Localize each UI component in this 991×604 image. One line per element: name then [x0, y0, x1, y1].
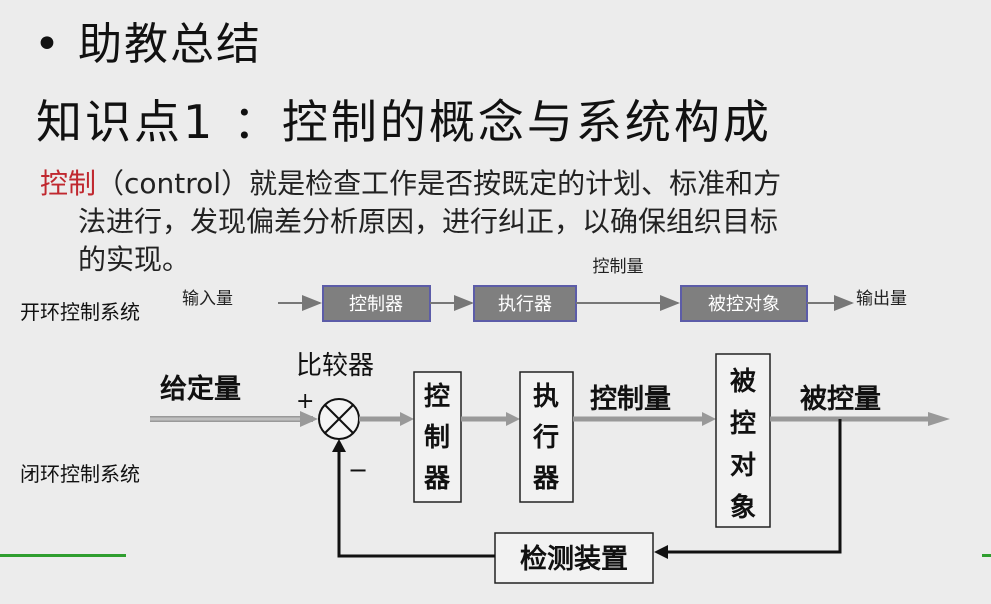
- controller-char-2: 制: [424, 423, 450, 453]
- arrow-act-plant-head: [702, 412, 716, 426]
- closed-loop-diagram: 给定量 比较器 + − 控 制 器 执 行 器 控制量 被: [150, 351, 950, 584]
- arrow-ctrl-act-head: [506, 412, 520, 426]
- closed-loop-label: 闭环控制系统: [20, 462, 140, 486]
- minus-sign: −: [348, 456, 368, 484]
- plant-char-3: 对: [730, 451, 756, 481]
- feedback-line-left: [337, 452, 495, 558]
- definition-line-2: 法进行，发现偏差分析原因，进行纠正，以确保组织目标: [78, 205, 779, 238]
- open-plant-label: 被控对象: [708, 294, 780, 315]
- definition-paragraph: 控制（control）就是检查工作是否按既定的计划、标准和方 法进行，发现偏差分…: [40, 165, 940, 279]
- open-actuator-label: 执行器: [498, 294, 552, 315]
- controller-box: [413, 371, 462, 503]
- definition-term: 控制: [40, 167, 97, 200]
- actuator-char-1: 执: [533, 382, 559, 412]
- feedback-up-arrow-head: [332, 439, 346, 452]
- controller-char-1: 控: [424, 382, 450, 412]
- plant-box: [715, 353, 771, 528]
- plant-char-4: 象: [730, 492, 756, 523]
- controlled-var-label: 被控量: [800, 384, 881, 415]
- setpoint-arrow-head: [300, 411, 318, 427]
- open-actuator-box: [473, 285, 577, 322]
- arrow-cmp-ctrl-head: [400, 412, 414, 426]
- setpoint-label: 给定量: [160, 373, 241, 405]
- actuator-char-3: 器: [532, 464, 560, 494]
- plant-char-1: 被: [730, 367, 756, 397]
- bottom-rule-left: [0, 554, 126, 557]
- comparator-cross-2: [324, 404, 354, 434]
- plus-sign: +: [296, 389, 314, 414]
- sensor-label: 检测装置: [520, 543, 628, 575]
- controller-char-3: 器: [423, 464, 451, 494]
- actuator-box: [519, 371, 574, 503]
- open-controller-box: [322, 285, 431, 322]
- sensor-box: [494, 532, 654, 584]
- feedback-line-right: [668, 419, 842, 554]
- plant-char-2: 控: [730, 409, 756, 439]
- page-title: 知识点1 ：控制的概念与系统构成: [36, 95, 772, 149]
- open-loop-diagram: 输入量 控制器 执行器 控制量 被控对象 输出量: [182, 257, 907, 322]
- control-var-label: 控制量: [590, 384, 671, 415]
- open-controller-label: 控制器: [349, 294, 403, 315]
- open-loop-label: 开环控制系统: [20, 300, 140, 324]
- open-plant-box: [680, 285, 808, 322]
- feedback-arrow-head: [654, 545, 668, 559]
- actuator-char-2: 行: [532, 422, 559, 453]
- output-arrow-head: [928, 412, 950, 426]
- definition-line-1: （control）就是检查工作是否按既定的计划、标准和方: [96, 167, 782, 200]
- definition-line-3: 的实现。: [78, 243, 191, 276]
- open-control-var-label: 控制量: [593, 257, 644, 277]
- bottom-rule-right: [982, 554, 991, 557]
- comparator-label: 比较器: [296, 351, 374, 381]
- open-input-label: 输入量: [182, 289, 233, 309]
- open-output-label: 输出量: [856, 289, 907, 309]
- heading: • 助教总结: [34, 19, 262, 70]
